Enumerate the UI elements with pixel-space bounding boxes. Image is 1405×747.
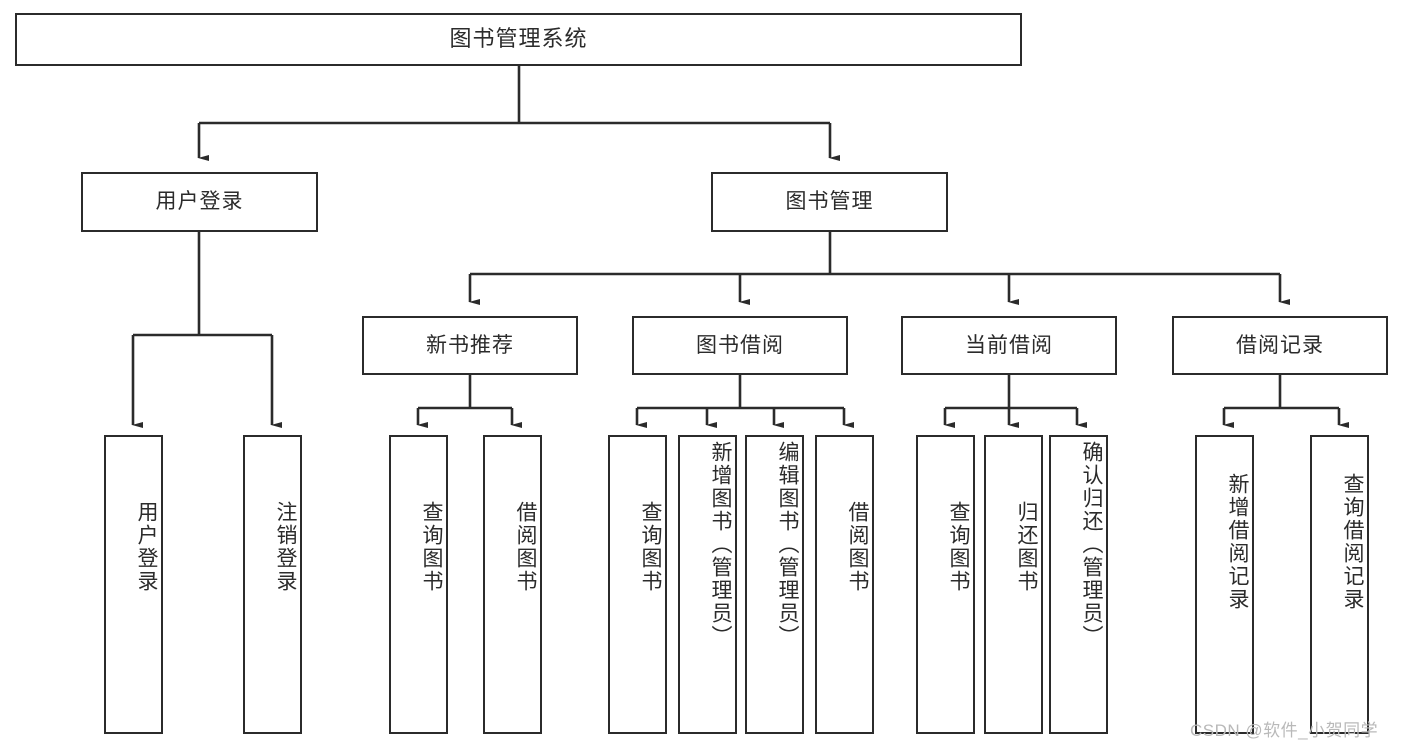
watermark-text: CSDN @软件_小贺同学 (1190, 721, 1379, 740)
node-root-book-management-system[interactable]: 图书管理系统 (15, 13, 1022, 66)
leaf-confirm-return-admin[interactable]: 确认归还（管理员） (1049, 435, 1108, 734)
leaf-label: 查询图书 (420, 501, 443, 593)
leaf-query-book-new-rec[interactable]: 查询图书 (389, 435, 448, 734)
leaf-borrow-book-borrow[interactable]: 借阅图书 (815, 435, 874, 734)
leaf-borrow-book-new-rec[interactable]: 借阅图书 (483, 435, 542, 734)
node-label: 图书管理 (785, 190, 874, 214)
leaf-query-book-borrow[interactable]: 查询图书 (608, 435, 667, 734)
leaf-label: 新增图书（管理员） (709, 441, 732, 648)
leaf-label: 编辑图书（管理员） (776, 441, 799, 648)
leaf-label: 注销登录 (274, 501, 297, 593)
node-label: 借阅记录 (1236, 333, 1324, 357)
leaf-edit-book-admin[interactable]: 编辑图书（管理员） (745, 435, 804, 734)
leaf-label: 查询借阅记录 (1341, 473, 1364, 611)
leaf-label: 借阅图书 (514, 501, 537, 593)
leaf-label: 用户登录 (135, 501, 158, 593)
leaf-label: 查询图书 (639, 501, 662, 593)
leaf-user-login[interactable]: 用户登录 (104, 435, 163, 734)
node-label: 用户登录 (155, 190, 244, 214)
node-new-book-recommendation[interactable]: 新书推荐 (362, 316, 578, 375)
node-borrow-record[interactable]: 借阅记录 (1172, 316, 1388, 375)
node-label: 图书借阅 (696, 333, 784, 357)
node-label: 图书管理系统 (449, 26, 588, 52)
node-book-management[interactable]: 图书管理 (711, 172, 948, 232)
leaf-query-borrow-record[interactable]: 查询借阅记录 (1310, 435, 1369, 734)
leaf-label: 查询图书 (947, 501, 970, 593)
leaf-add-borrow-record[interactable]: 新增借阅记录 (1195, 435, 1254, 734)
leaf-label: 归还图书 (1015, 501, 1038, 593)
node-label: 新书推荐 (426, 333, 514, 357)
node-user-login[interactable]: 用户登录 (81, 172, 318, 232)
leaf-label: 借阅图书 (846, 501, 869, 593)
node-book-borrow[interactable]: 图书借阅 (632, 316, 848, 375)
leaf-return-book[interactable]: 归还图书 (984, 435, 1043, 734)
leaf-query-book-current[interactable]: 查询图书 (916, 435, 975, 734)
leaf-logout[interactable]: 注销登录 (243, 435, 302, 734)
node-current-borrow[interactable]: 当前借阅 (901, 316, 1117, 375)
leaf-label: 新增借阅记录 (1226, 473, 1249, 611)
leaf-add-book-admin[interactable]: 新增图书（管理员） (678, 435, 737, 734)
node-label: 当前借阅 (965, 333, 1053, 357)
leaf-label: 确认归还（管理员） (1080, 441, 1103, 648)
